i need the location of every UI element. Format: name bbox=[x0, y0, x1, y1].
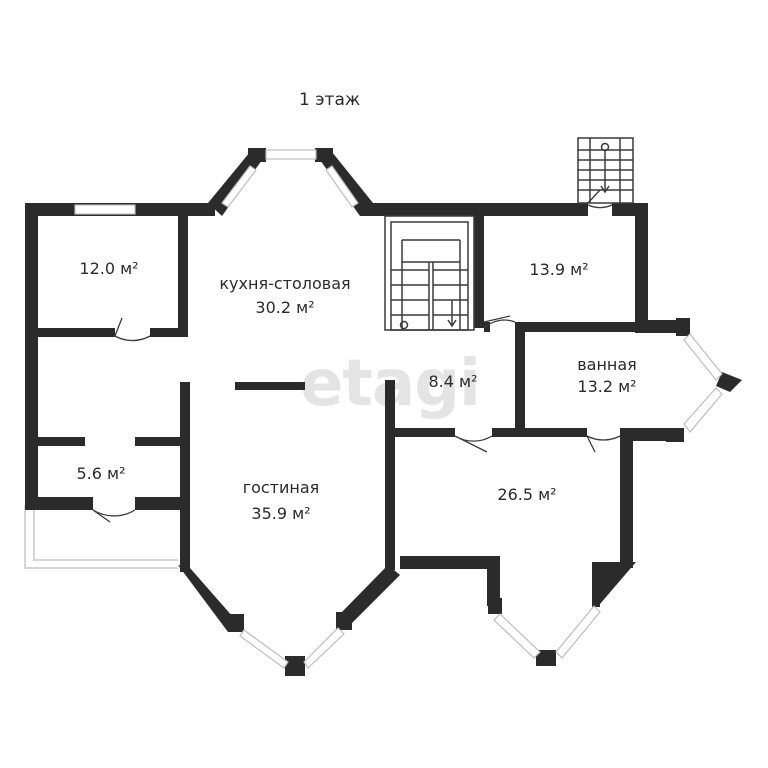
room-label-12-0: 12.0 м² bbox=[79, 259, 138, 278]
outside-stair bbox=[577, 137, 634, 204]
room-area-kitchen: 30.2 м² bbox=[255, 298, 314, 317]
room-name-bathroom: ванная bbox=[577, 355, 637, 374]
room-area-bathroom: 13.2 м² bbox=[577, 377, 636, 396]
room-labels: 12.0 м² кухня-столовая 30.2 м² 13.9 м² 8… bbox=[76, 259, 636, 523]
room-label-26-5: 26.5 м² bbox=[497, 485, 556, 504]
room-name-living: гостиная bbox=[243, 478, 320, 497]
room-label-5-6: 5.6 м² bbox=[76, 464, 125, 483]
windows bbox=[74, 149, 723, 669]
floor-title: 1 этаж bbox=[299, 90, 360, 110]
doors bbox=[92, 189, 621, 523]
room-name-kitchen: кухня-столовая bbox=[219, 274, 350, 293]
walls bbox=[25, 148, 742, 676]
terrace bbox=[24, 505, 178, 569]
room-label-13-9: 13.9 м² bbox=[529, 260, 588, 279]
room-label-8-4: 8.4 м² bbox=[428, 372, 477, 391]
interior-stair bbox=[384, 215, 475, 331]
room-area-living: 35.9 м² bbox=[251, 504, 310, 523]
